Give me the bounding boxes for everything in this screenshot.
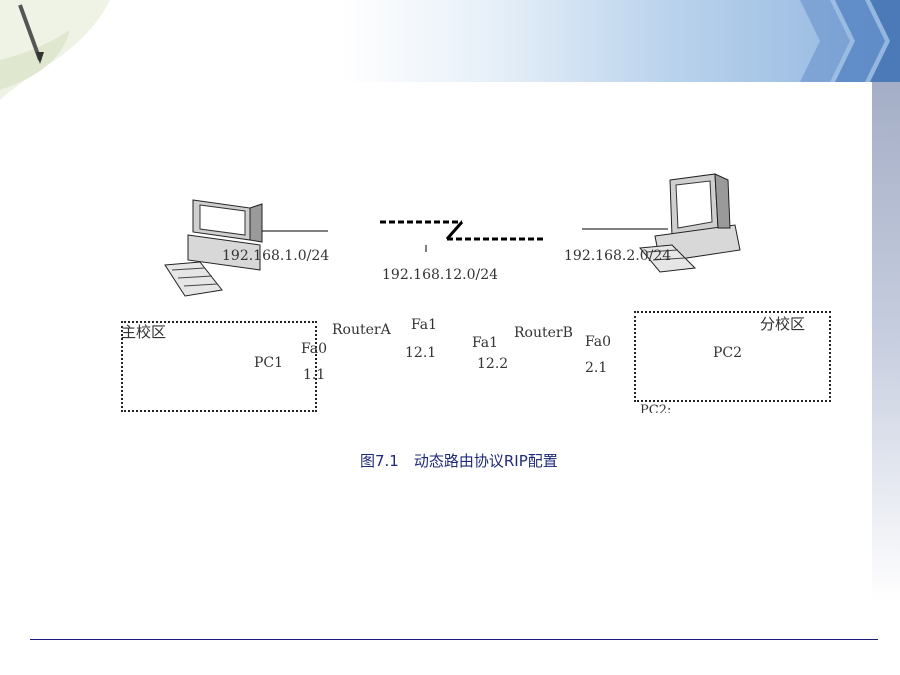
router-a-fa1-ip: 12.1 bbox=[405, 345, 437, 361]
router-b-label: RouterB bbox=[514, 325, 573, 341]
figure-caption: 图7.1 动态路由协议RIP配置 bbox=[360, 452, 558, 470]
router-a-fa0-ip: 1.1 bbox=[303, 367, 326, 383]
router-b-fa1-ip: 12.2 bbox=[477, 356, 509, 372]
branch-campus-label: 分校区 bbox=[760, 315, 806, 333]
branch-campus-zone bbox=[634, 311, 831, 402]
pc2-cut-label: PC2: bbox=[640, 403, 672, 413]
main-campus-label: 主校区 bbox=[121, 323, 167, 341]
router-b-fa1-label: Fa1 bbox=[472, 335, 499, 351]
pc2-computer-icon bbox=[639, 173, 741, 273]
main-campus-zone bbox=[121, 321, 317, 412]
header-banner bbox=[0, 0, 900, 82]
pc1-computer-icon bbox=[164, 199, 263, 297]
side-strip bbox=[872, 82, 900, 602]
right-network-label: 192.168.2.0/24 bbox=[564, 248, 672, 264]
router-b-fa0-label: Fa0 bbox=[585, 334, 612, 350]
router-a-fa1-label: Fa1 bbox=[411, 317, 438, 333]
left-network-label: 192.168.1.0/24 bbox=[222, 248, 330, 264]
pc2-label: PC2 bbox=[713, 345, 743, 361]
serial-link bbox=[380, 220, 543, 241]
pc1-label: PC1 bbox=[254, 355, 284, 371]
middle-network-label: 192.168.12.0/24 bbox=[382, 267, 499, 283]
footer-divider bbox=[30, 639, 878, 640]
router-b-fa0-ip: 2.1 bbox=[585, 360, 608, 376]
router-a-fa0-label: Fa0 bbox=[301, 341, 328, 357]
pen-decoration-icon bbox=[0, 0, 110, 100]
banner-arrows-icon bbox=[800, 0, 900, 82]
router-a-label: RouterA bbox=[332, 322, 391, 338]
